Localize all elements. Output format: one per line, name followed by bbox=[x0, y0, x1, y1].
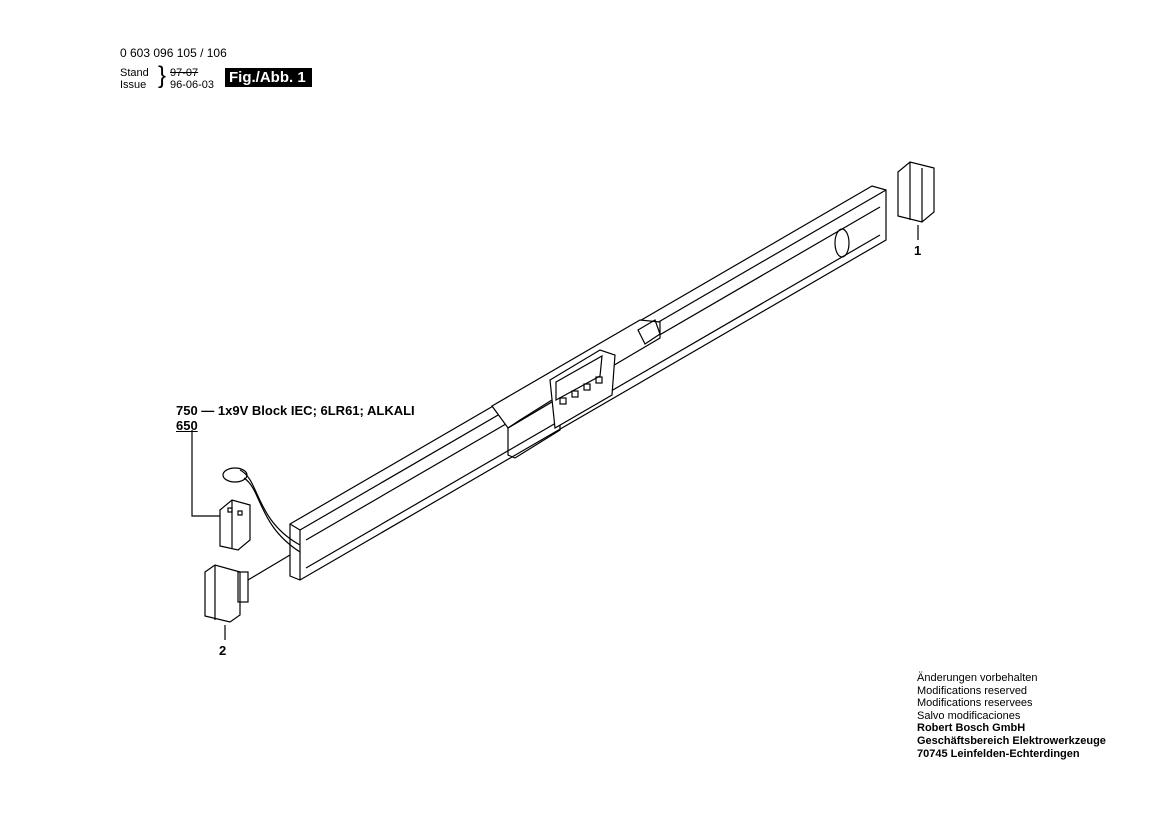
old-date: 97-07 bbox=[170, 67, 199, 79]
part-number: 0 603 096 105 / 106 bbox=[120, 46, 227, 60]
stand-label: Stand bbox=[120, 67, 149, 79]
company-name: Robert Bosch GmbH bbox=[917, 722, 1026, 735]
footer-line: Salvo modificaciones bbox=[917, 709, 1021, 722]
brace-icon: } bbox=[158, 62, 167, 89]
division-name: Geschäftsbereich Elektrowerkzeuge bbox=[917, 734, 1106, 747]
issue-label: Issue bbox=[120, 79, 147, 91]
issue-date: 96-06-03 bbox=[170, 79, 215, 91]
footer-notice: Änderungen vorbehalten Modifications res… bbox=[917, 672, 1106, 760]
battery-alt-callout: 650 bbox=[176, 418, 198, 433]
footer-line: Modifications reservees bbox=[917, 697, 1033, 710]
part-2-label: 2 bbox=[219, 643, 227, 658]
end-cap-right bbox=[897, 161, 935, 240]
level-body bbox=[289, 185, 887, 581]
figure-label: Fig./Abb. 1 bbox=[225, 68, 312, 87]
part-1-label: 1 bbox=[914, 243, 922, 258]
company-address: 70745 Leinfelden-Echterdingen bbox=[917, 747, 1080, 760]
end-cap-left bbox=[204, 554, 291, 640]
battery-callout: 750 — 1x9V Block IEC; 6LR61; ALKALI bbox=[176, 403, 415, 418]
footer-line: Änderungen vorbehalten bbox=[917, 672, 1038, 684]
battery-9v bbox=[191, 430, 301, 553]
footer-line: Modifications reserved bbox=[917, 684, 1028, 697]
